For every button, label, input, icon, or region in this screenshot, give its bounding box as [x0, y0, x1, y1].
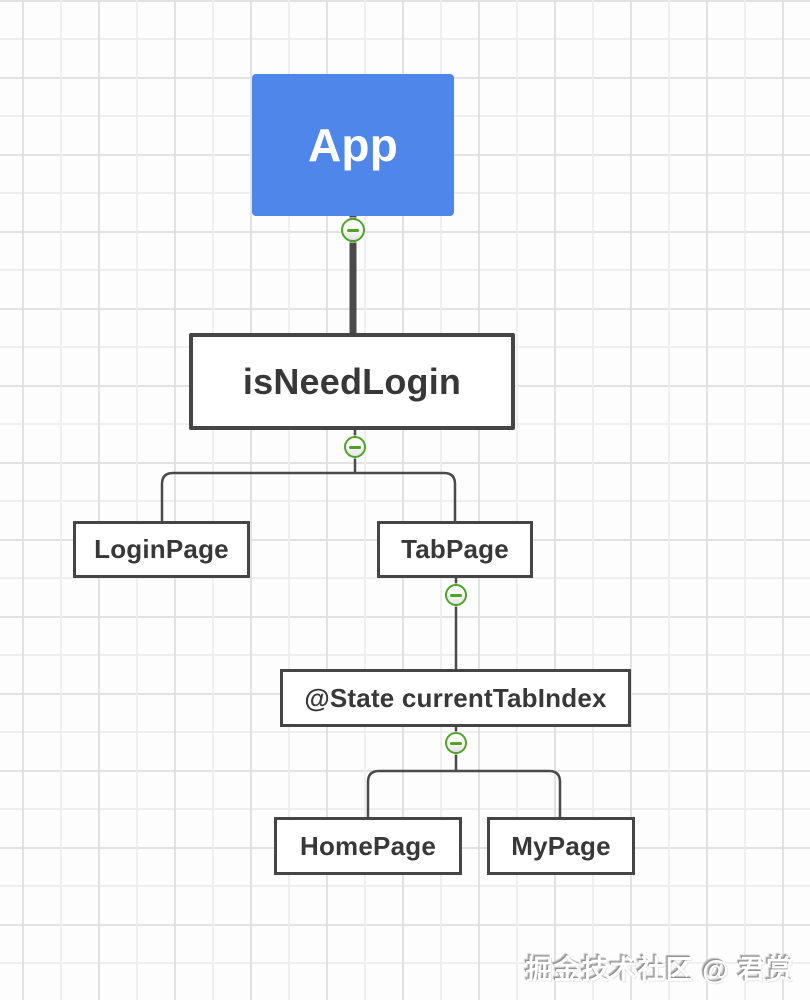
minus-icon [349, 445, 361, 449]
node-state-current-tab-index[interactable]: @State currentTabIndex [280, 669, 631, 727]
node-my-page[interactable]: MyPage [487, 817, 635, 875]
node-app[interactable]: App [252, 74, 454, 216]
node-home-page[interactable]: HomePage [274, 817, 462, 875]
collapse-button-tab-page[interactable] [445, 584, 467, 606]
node-login-page[interactable]: LoginPage [73, 521, 250, 578]
connector-isneedlogin-branch [160, 471, 457, 521]
minus-icon [450, 741, 462, 745]
node-tab-page[interactable]: TabPage [377, 521, 533, 578]
collapse-button-is-need-login[interactable] [344, 436, 366, 458]
collapse-button-state[interactable] [445, 732, 467, 754]
minus-icon [450, 593, 462, 597]
collapse-button-app[interactable] [341, 218, 365, 242]
minus-icon [347, 228, 359, 232]
connector-state-branch [366, 769, 562, 818]
node-is-need-login[interactable]: isNeedLogin [189, 333, 515, 430]
